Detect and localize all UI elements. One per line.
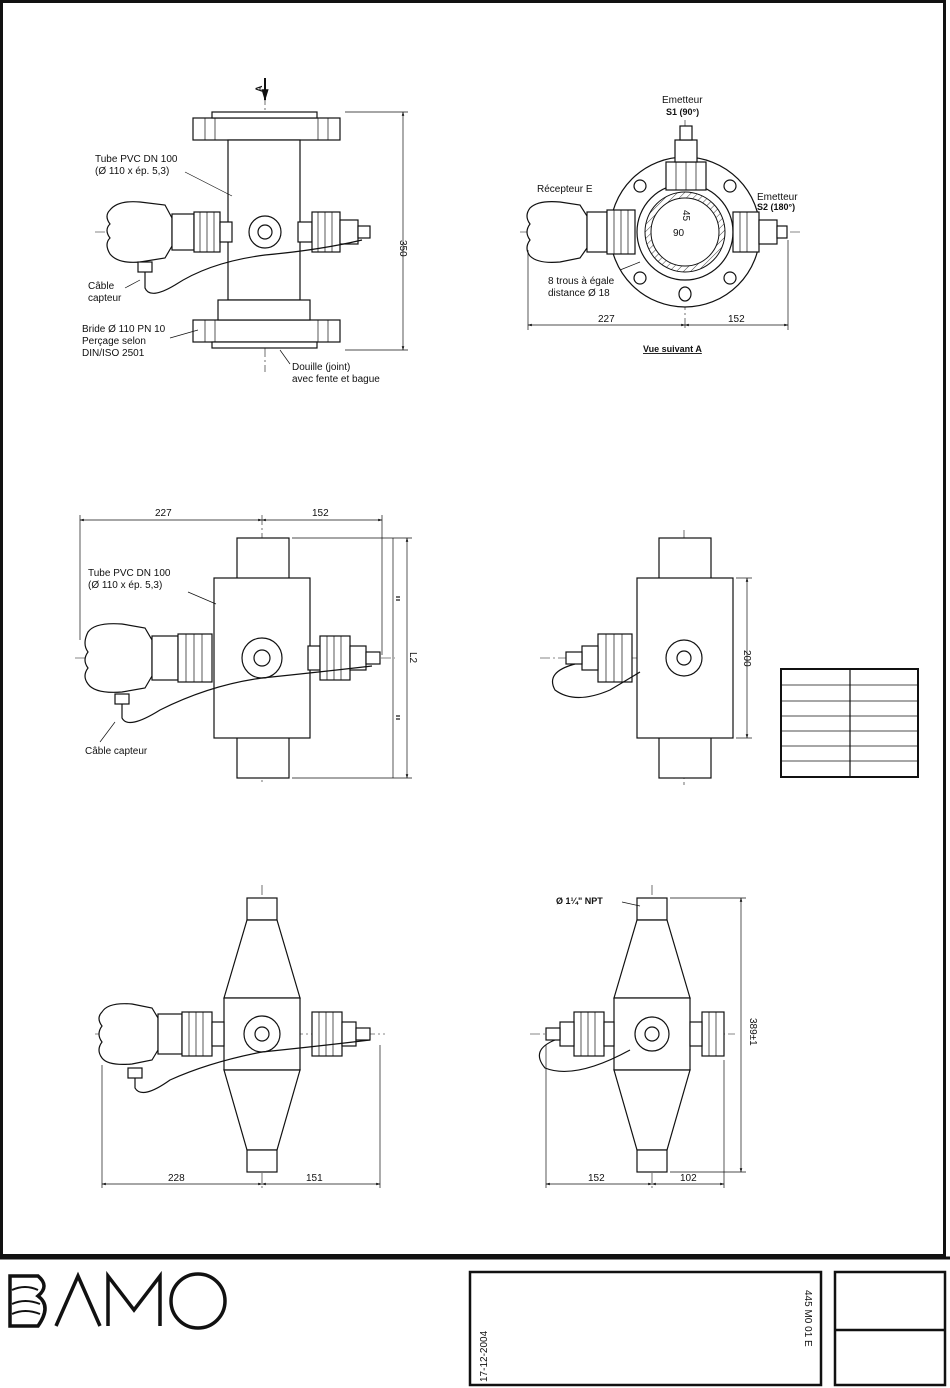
dimension-left-227: 227 <box>155 508 172 519</box>
title-block: 17-12-2004 445 M0 01 E <box>8 1270 947 1387</box>
view-section-a: 45 90 Emetteur S1 (90°) Récepteur E Emet… <box>520 95 800 354</box>
variant-table <box>780 668 919 778</box>
socket-label-line2: avec fente et bague <box>292 374 380 385</box>
dimension-right-152: 152 <box>312 508 329 519</box>
section-arrow-label: A <box>254 85 264 92</box>
cable-label-line1: Câble <box>88 281 115 292</box>
holes-label-line1: 8 trous à égale <box>548 276 615 287</box>
tube-label-line1: Tube PVC DN 100 <box>88 568 171 579</box>
dimension-right-152: 152 <box>728 314 745 325</box>
dimension-right-102: 102 <box>680 1173 697 1184</box>
dimension-center-45: 45 <box>680 210 691 222</box>
flange-label-line2: Perçage selon <box>82 336 146 347</box>
emitter-s2-angle: S2 (180°) <box>757 202 795 212</box>
cable-label: Câble capteur <box>85 746 148 757</box>
flange-label-line1: Bride Ø 110 PN 10 <box>82 324 166 335</box>
sheet-border <box>0 0 946 1257</box>
dimension-left-228: 228 <box>168 1173 185 1184</box>
brand-logo <box>8 1270 227 1330</box>
view-flanged-side: A Tube PVC DN 10 <box>82 78 408 385</box>
dimension-height-389: 389±1 <box>747 1018 758 1046</box>
dimension-left-227: 227 <box>598 314 615 325</box>
dimension-height-350: 350 <box>397 240 408 257</box>
tube-label-line2: (Ø 110 x ép. 5,3) <box>88 580 162 591</box>
view-threaded-back: Ø 1¼" NPT 389±1 152 102 <box>530 885 758 1188</box>
emitter-s2-label: Emetteur <box>757 192 798 203</box>
cable-label-line2: capteur <box>88 293 122 304</box>
dimension-height-200: 200 <box>741 650 752 667</box>
tube-label-line1: Tube PVC DN 100 <box>95 154 178 165</box>
drawing-date: 17-12-2004 <box>479 1330 490 1382</box>
holes-label-line2: distance Ø 18 <box>548 288 610 299</box>
receiver-label: Récepteur E <box>537 184 593 195</box>
socket-label-line1: Douille (joint) <box>292 362 350 373</box>
view-threaded-front: 228 151 <box>95 885 385 1188</box>
flange-label-line3: DIN/ISO 2501 <box>82 348 145 359</box>
document-number: 445 M0 01 E <box>802 1290 813 1347</box>
view-plain-tube-back: 200 <box>540 530 752 785</box>
dimension-height-l2: L2 <box>407 652 418 664</box>
dimension-left-152: 152 <box>588 1173 605 1184</box>
dimension-center-90: 90 <box>673 228 685 239</box>
tube-label-line2: (Ø 110 x ép. 5,3) <box>95 166 169 177</box>
view-caption: Vue suivant A <box>643 344 702 354</box>
emitter-s1-angle: S1 (90°) <box>666 107 699 117</box>
dimension-right-151: 151 <box>306 1173 323 1184</box>
view-plain-tube-front: Tube PVC DN 100 (Ø 110 x ép. 5,3) Câble … <box>75 508 418 785</box>
emitter-s1-label: Emetteur <box>662 95 703 106</box>
thread-label: Ø 1¼" NPT <box>556 896 603 906</box>
